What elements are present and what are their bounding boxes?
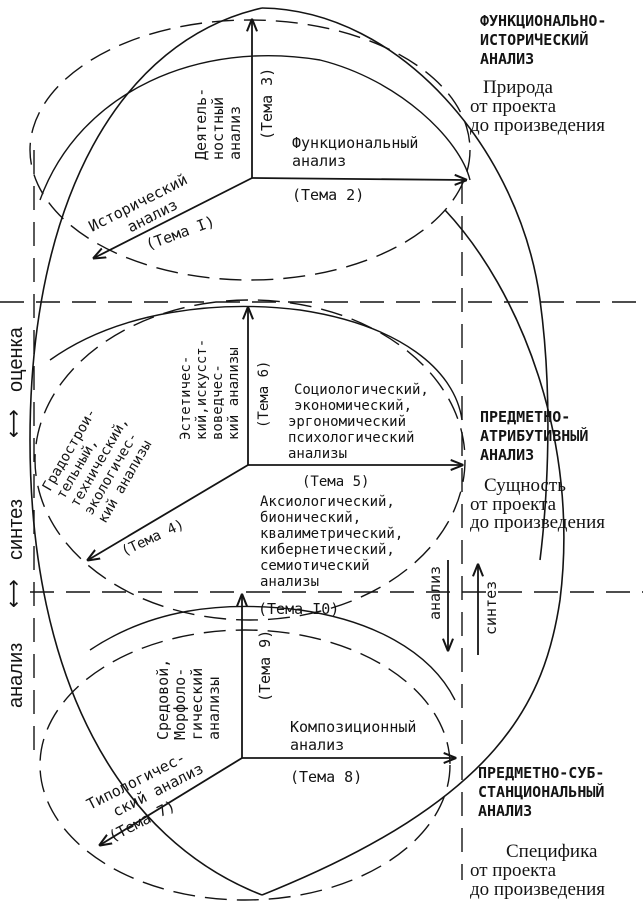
arc-bottom-inner [89,605,456,701]
top-vertical-theme: (Тема 3) [258,68,276,140]
top-ray-right [251,178,466,180]
bottom-description: Специфика от проекта до произведения [470,841,605,900]
arc-top-inner [39,54,471,201]
middle-left-theme: (Тема 4) [119,517,187,560]
bottom-vertical-label: Средовой, Морфоло- гический анализы [154,650,223,740]
middle-vertical-label: Эстетичес- кий,искусст- воведчес- кий ан… [178,330,242,440]
top-header: ФУНКЦИОНАЛЬНО- ИСТОРИЧЕСКИЙ АНАЛИЗ [480,12,615,68]
axis-word-evaluation: оценка [5,326,27,392]
middle-description: Сущность от проекта до произведения [470,475,605,533]
top-description: Природа от проекта до произведения [470,77,605,136]
bottom-vertical-theme: (Тема 9) [256,630,274,702]
middle-left-label: Градострои- тельный, технический, эколог… [40,391,164,526]
axis-word-analysis: анализ [5,643,27,708]
top-ray-left [94,177,253,258]
bottom-right-label: Композиционный анализ [290,718,425,754]
middle-ray-left [88,464,249,560]
solid-arc-right-upper [261,7,549,561]
cycle-analysis-label: анализ [426,566,444,620]
middle-right-label: Социологический, экономический, эргономи… [288,382,437,462]
middle-vertical-theme: (Тема 6) [256,361,272,428]
axis-arrow-1: ⟷ [3,409,25,438]
middle-right-theme: (Тема 5) [302,474,369,490]
axis-word-synthesis: синтез [5,499,27,560]
bottom-ray-left [100,757,243,845]
solid-arc-right-lower [261,209,565,896]
middle-right-below-label: Аксиологический, бионический, квалиметри… [260,494,412,590]
ellipse-bottom [39,629,451,901]
bottom-top-theme: (Тема I0) [258,600,339,618]
top-right-label: Функциональный анализ [292,134,427,170]
ellipse-middle [34,299,466,621]
top-vertical-label: Деятель- ностный анализ [192,79,244,160]
middle-header: ПРЕДМЕТНО- АТРИБУТИВНЫЙ АНАЛИЗ [480,408,597,464]
top-right-theme: (Тема 2) [292,186,364,204]
bottom-header: ПРЕДМЕТНО-СУБ- СТАНЦИОНАЛЬНЫЙ АНАЛИЗ [478,764,613,820]
arc-middle-inner [49,305,463,421]
cycle-synthesis-label: синтез [482,581,500,635]
solid-arc-left [29,7,263,896]
axis-arrow-2: ⟷ [3,579,25,608]
bottom-right-theme: (Тема 8) [290,768,362,786]
